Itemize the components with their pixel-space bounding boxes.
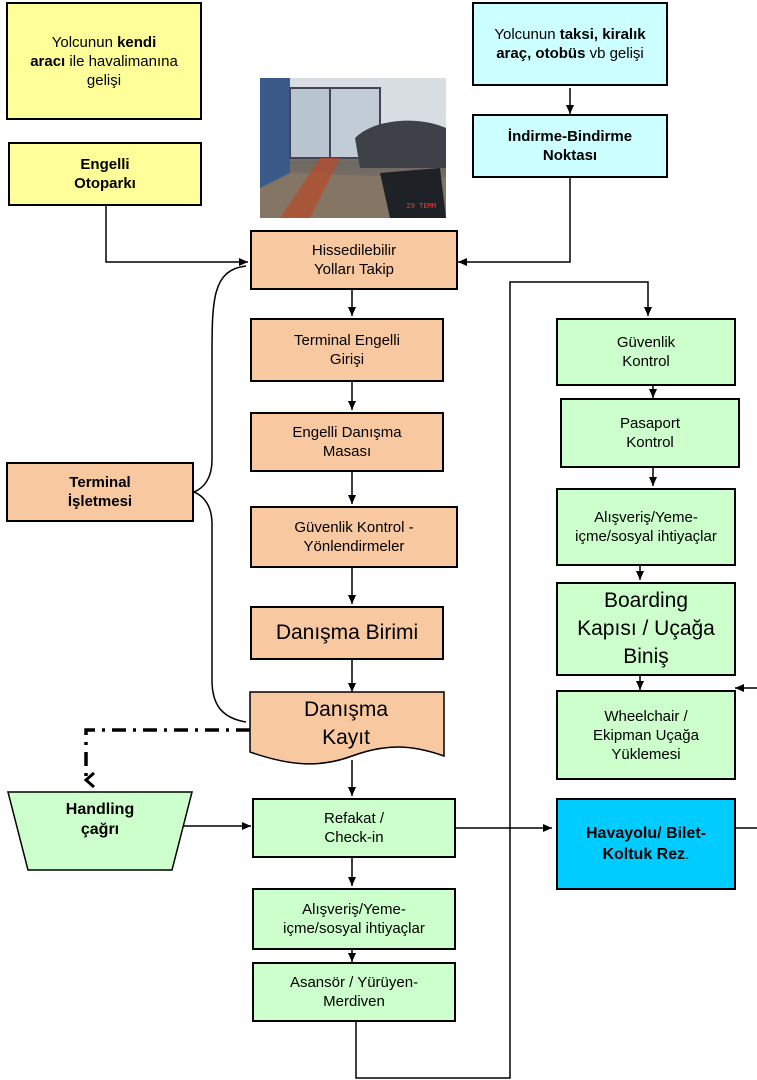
- disabled-parking-box: Engelli Otoparkı: [8, 142, 202, 206]
- info-unit-box: Danışma Birimi: [250, 606, 444, 660]
- own-vehicle-bold-1: kendi: [117, 33, 157, 51]
- edge-dropoff-to-tactile: [458, 178, 571, 266]
- taxi-post: vb gelişi: [585, 45, 644, 62]
- edge-record-to-handling: [86, 728, 250, 780]
- security-guidance-box: Güvenlik Kontrol - Yönlendirmeler: [250, 506, 458, 568]
- terminal-entrance-box: Terminal Engelli Girişi: [250, 318, 444, 382]
- edge-elevator-to-security: [355, 281, 652, 1079]
- handling-call-label: Handling çağrı: [65, 801, 135, 838]
- own-vehicle-post: ile havalimanına gelişi: [65, 52, 178, 89]
- own-vehicle-pre: Yolcunun: [51, 33, 118, 51]
- taxi-pre: Yolcunun: [494, 26, 560, 43]
- elevator-box: Asansör / Yürüyen-Merdiven: [252, 962, 456, 1022]
- shopping-right-box: Alışveriş/Yeme-içme/sosyal ihtiyaçlar: [556, 488, 736, 566]
- taxi-bold: taksi, kiralık araç, otobüs: [496, 26, 646, 62]
- shopping-left-box: Alışveriş/Yeme-içme/sosyal ihtiyaçlar: [252, 888, 456, 950]
- own-vehicle-text: Yolcunun kendi aracı ile havalimanına ge…: [12, 33, 196, 90]
- dropoff-point-box: İndirme-Bindirme Noktası: [472, 114, 668, 178]
- own-vehicle-box: Yolcunun kendi aracı ile havalimanına ge…: [6, 2, 202, 120]
- terminal-ops-brace: [191, 265, 247, 723]
- edge-parking-to-tactile: [105, 205, 248, 266]
- taxi-arrival-box: Yolcunun taksi, kiralık araç, otobüs vb …: [472, 2, 668, 86]
- info-desk-box: Engelli Danışma Masası: [250, 412, 444, 472]
- handling-shape: [7, 791, 193, 871]
- terminal-operations-box: Terminal İşletmesi: [6, 462, 194, 522]
- photo-date-stamp: 29 TEMM: [406, 202, 436, 210]
- security-control-box: Güvenlik Kontrol: [556, 318, 736, 386]
- wheelchair-loading-box: Wheelchair / Ekipman Uçağa Yüklemesi: [556, 690, 736, 780]
- airline-post: .: [685, 846, 690, 863]
- tactile-paths-box: Hissedilebilir Yolları Takip: [250, 230, 458, 290]
- airline-bold: Havayolu/ Bilet-Koltuk Rez: [585, 825, 707, 863]
- own-vehicle-bold-2: aracı: [30, 52, 66, 70]
- airline-reservation-box: Havayolu/ Bilet-Koltuk Rez.: [556, 798, 736, 890]
- info-record-shape: [249, 691, 445, 765]
- terminal-photo-image: [260, 78, 446, 218]
- boarding-gate-box: Boarding Kapısı / Uçağa Biniş: [556, 582, 736, 676]
- info-record-label: Danışma Kayıt: [303, 698, 389, 749]
- terminal-photo: 29 TEMM: [260, 78, 446, 218]
- airline-text: Havayolu/ Bilet-Koltuk Rez.: [574, 823, 718, 865]
- passport-control-box: Pasaport Kontrol: [560, 398, 740, 468]
- checkin-box: Refakat / Check-in: [252, 798, 456, 858]
- taxi-arrival-text: Yolcunun taksi, kiralık araç, otobüs vb …: [478, 25, 662, 63]
